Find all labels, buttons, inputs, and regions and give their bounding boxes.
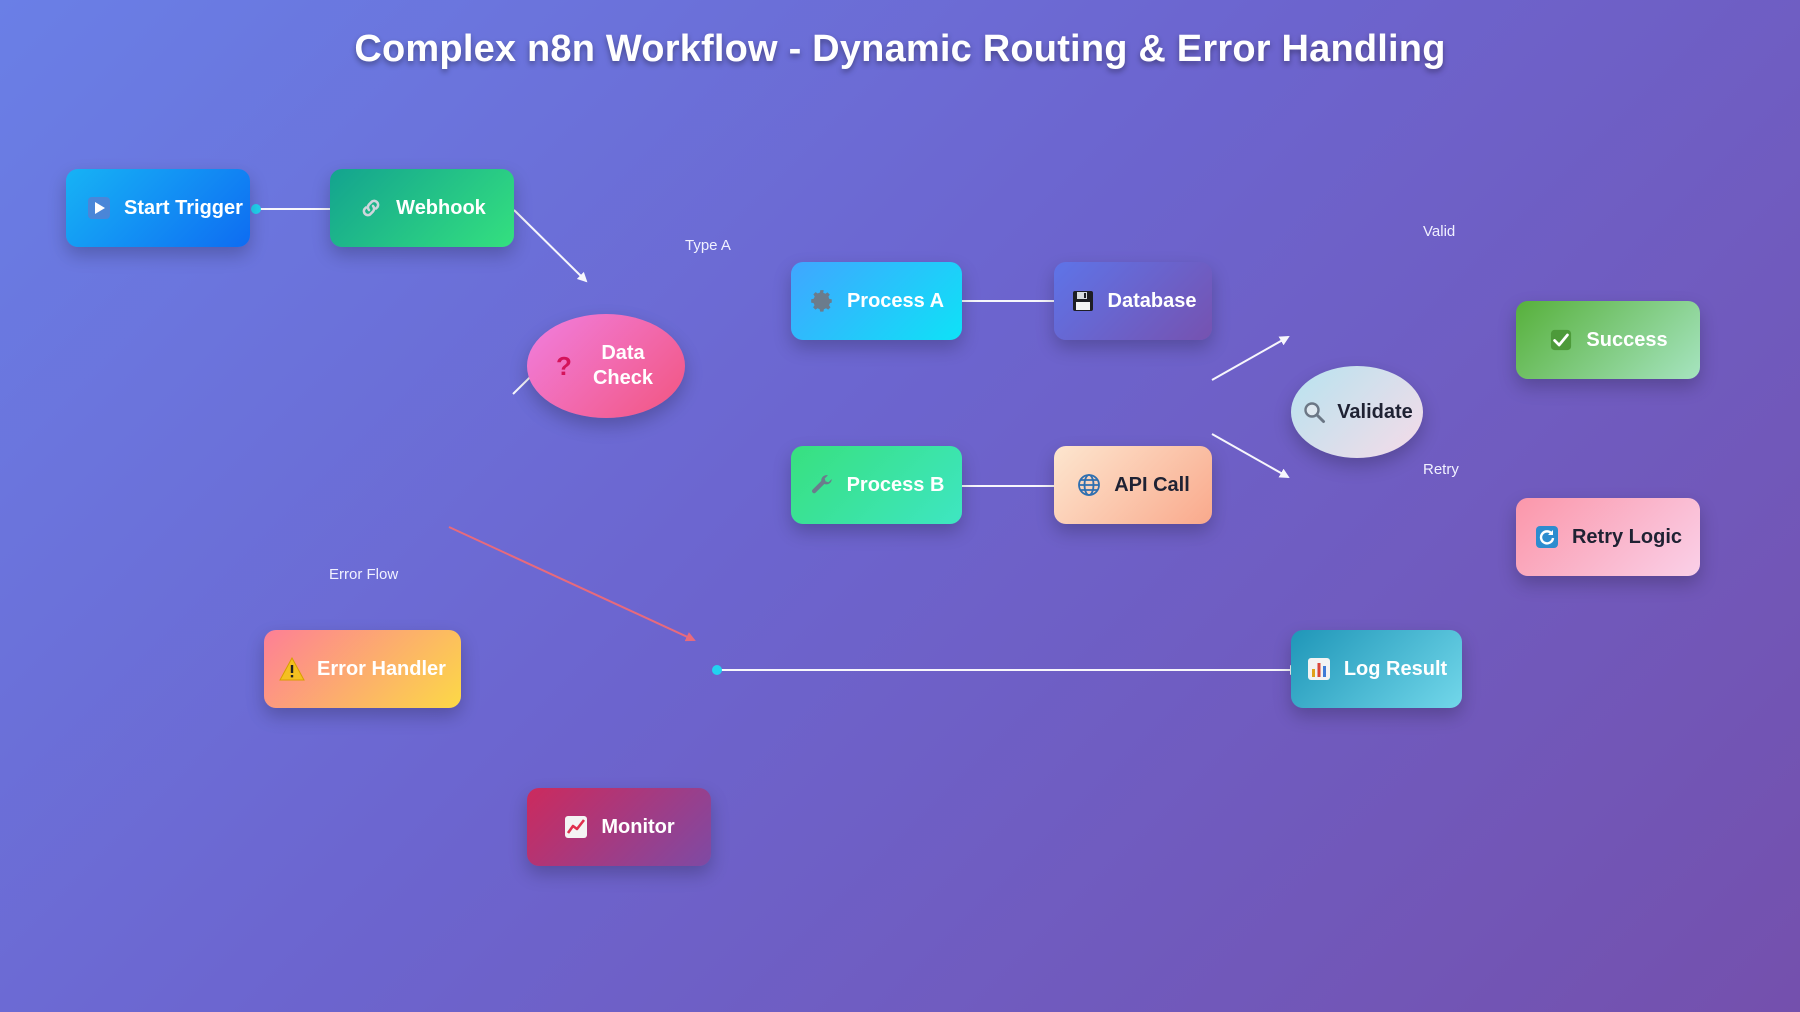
database-node[interactable]: Database xyxy=(1054,262,1212,340)
error-handler-node[interactable]: Error Handler xyxy=(264,630,461,708)
success-label: Success xyxy=(1586,328,1668,351)
edge-apicall-to-validate[interactable] xyxy=(1211,433,1290,478)
gear-icon xyxy=(809,288,835,314)
diagram-title: Complex n8n Workflow - Dynamic Routing &… xyxy=(354,28,1446,70)
monitor-label: Monitor xyxy=(601,815,675,838)
process-a-node[interactable]: Process A xyxy=(791,262,962,340)
log-result-label: Log Result xyxy=(1343,657,1448,680)
warning-icon xyxy=(279,656,305,682)
edge-label-valid: Valid xyxy=(1423,223,1456,240)
edge-label-error-flow: Error Flow xyxy=(329,566,399,583)
process-b-label: Process B xyxy=(846,473,945,496)
floppy-disk-icon xyxy=(1070,288,1096,314)
success-node[interactable]: Success xyxy=(1516,301,1700,379)
validate-node[interactable]: Validate xyxy=(1291,366,1423,458)
data-check-node[interactable]: ? Data Check xyxy=(527,314,685,418)
link-icon xyxy=(358,195,384,221)
api-call-label: API Call xyxy=(1114,473,1190,496)
data-check-label-line1: Data xyxy=(601,342,645,364)
bar-chart-icon xyxy=(1306,656,1332,682)
database-label: Database xyxy=(1107,289,1197,312)
trend-chart-icon xyxy=(563,814,589,840)
edge-label-retry: Retry xyxy=(1423,461,1459,478)
webhook-label: Webhook xyxy=(396,196,486,219)
api-call-node[interactable]: API Call xyxy=(1054,446,1212,524)
start-trigger-node[interactable]: Start Trigger xyxy=(66,169,250,247)
edge-database-to-validate[interactable] xyxy=(1211,336,1290,381)
start-trigger-label: Start Trigger xyxy=(124,196,243,219)
webhook-node[interactable]: Webhook xyxy=(330,169,514,247)
log-result-node[interactable]: Log Result xyxy=(1291,630,1462,708)
edge-webhook-to-datacheck[interactable] xyxy=(513,209,588,283)
port-log-in[interactable] xyxy=(712,665,722,675)
edge-error-flow[interactable] xyxy=(448,526,696,642)
process-b-node[interactable]: Process B xyxy=(791,446,962,524)
validate-label: Validate xyxy=(1337,400,1413,423)
data-check-label-line2: Check xyxy=(592,367,654,389)
wrench-icon xyxy=(809,472,835,498)
refresh-icon xyxy=(1534,524,1560,550)
globe-icon xyxy=(1076,472,1102,498)
error-handler-label: Error Handler xyxy=(317,657,446,680)
magnifier-icon xyxy=(1301,399,1327,425)
port-start-out[interactable] xyxy=(251,204,261,214)
retry-logic-node[interactable]: Retry Logic xyxy=(1516,498,1700,576)
monitor-node[interactable]: Monitor xyxy=(527,788,711,866)
checkmark-icon xyxy=(1548,327,1574,353)
retry-logic-label: Retry Logic xyxy=(1571,525,1683,548)
edge-label-type-a: Type A xyxy=(685,237,731,254)
question-icon: ? xyxy=(556,350,572,381)
play-icon xyxy=(86,195,112,221)
process-a-label: Process A xyxy=(846,289,945,312)
